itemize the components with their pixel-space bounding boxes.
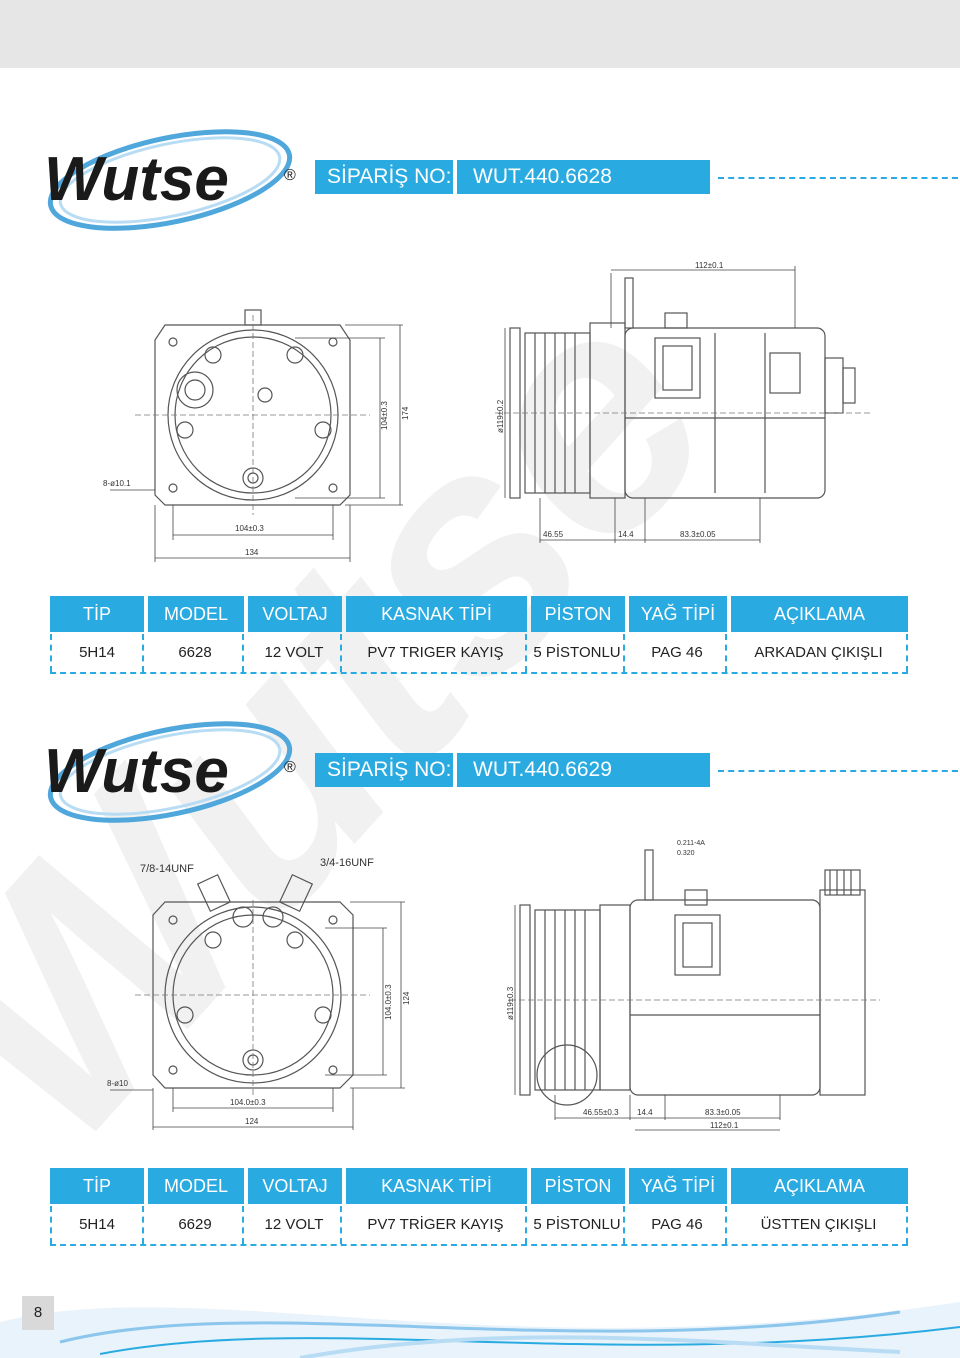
- dim-front-w1: 104±0.3: [235, 524, 264, 533]
- value-piston: 5 PİSTONLU: [531, 634, 625, 672]
- dim-port1: 7/8-14UNF: [140, 863, 194, 875]
- value-voltaj: 12 VOLT: [248, 634, 342, 672]
- dim-side-top: 112±0.1: [695, 261, 724, 270]
- header-kasnak: KASNAK TİPİ: [346, 1168, 527, 1204]
- dim-front-w2: 134: [245, 548, 259, 557]
- front-view-drawing: 7/8-14UNF 3/4-16UNF 104.0±0.3 124 104.0±…: [107, 857, 411, 1130]
- dim-front-h1: 104.0±0.3: [384, 984, 393, 1020]
- header-kasnak: KASNAK TİPİ: [346, 596, 527, 632]
- order-label: SİPARİŞ NO:: [315, 753, 453, 787]
- dim-front-h2: 124: [402, 991, 411, 1005]
- spec-value-row: 5H14 6628 12 VOLT PV7 TRIGER KAYIŞ 5 PİS…: [50, 634, 908, 674]
- order-number: WUT.440.6628: [457, 160, 710, 194]
- value-aciklama: ÜSTTEN ÇIKIŞLI: [731, 1206, 908, 1244]
- side-view-drawing: 0.211-4A 0.320 ø119±0.3 46.55±0.3 14.4 8…: [506, 840, 880, 1131]
- svg-text:Wutse: Wutse: [44, 145, 229, 214]
- dim-hole: 8-ø10: [107, 1079, 128, 1088]
- dim-side-b2: 14.4: [618, 530, 634, 539]
- header-tip: TİP: [50, 1168, 144, 1204]
- value-yag: PAG 46: [629, 1206, 727, 1244]
- dim-side-b4: 112±0.1: [710, 1121, 739, 1130]
- dim-side-b1: 46.55: [543, 530, 564, 539]
- header-piston: PİSTON: [531, 1168, 625, 1204]
- page-number: 8: [22, 1296, 54, 1330]
- header-tip: TİP: [50, 596, 144, 632]
- front-view-drawing: 104±0.3 174 104±0.3 134 8-ø10.1: [103, 309, 410, 562]
- dim-note1: 0.211-4A: [677, 840, 705, 847]
- value-yag: PAG 46: [629, 634, 727, 672]
- header-aciklama: AÇIKLAMA: [731, 1168, 908, 1204]
- header-voltaj: VOLTAJ: [248, 1168, 342, 1204]
- dashed-rule: [718, 770, 958, 772]
- dim-port2: 3/4-16UNF: [320, 857, 374, 869]
- header-aciklama: AÇIKLAMA: [731, 596, 908, 632]
- header-model: MODEL: [148, 596, 244, 632]
- dim-side-b1: 46.55±0.3: [583, 1108, 619, 1117]
- dim-note2: 0.320: [677, 850, 695, 857]
- value-kasnak: PV7 TRİGER KAYIŞ: [346, 1206, 527, 1244]
- dashed-rule: [718, 177, 958, 179]
- top-gray-band: [0, 0, 960, 68]
- value-tip: 5H14: [50, 634, 144, 672]
- wutse-logo: Wutse ®: [44, 129, 296, 231]
- wutse-logo: Wutse ®: [44, 721, 296, 823]
- header-piston: PİSTON: [531, 596, 625, 632]
- header-yag: YAĞ TİPİ: [629, 596, 727, 632]
- svg-text:Wutse: Wutse: [44, 737, 229, 806]
- dim-side-b3: 83.3±0.05: [680, 530, 716, 539]
- svg-text:®: ®: [284, 759, 296, 776]
- spec-header-row: TİP MODEL VOLTAJ KASNAK TİPİ PİSTON YAĞ …: [50, 1168, 908, 1204]
- header-model: MODEL: [148, 1168, 244, 1204]
- dim-side-d: ø119±0.3: [506, 986, 515, 1020]
- value-tip: 5H14: [50, 1206, 144, 1244]
- dim-side-b2: 14.4: [637, 1108, 653, 1117]
- value-piston: 5 PİSTONLU: [531, 1206, 625, 1244]
- order-number: WUT.440.6629: [457, 753, 710, 787]
- order-label: SİPARİŞ NO:: [315, 160, 453, 194]
- dim-front-h1: 104±0.3: [380, 401, 389, 430]
- dim-front-w1: 104.0±0.3: [230, 1098, 266, 1107]
- spec-header-row: TİP MODEL VOLTAJ KASNAK TİPİ PİSTON YAĞ …: [50, 596, 908, 632]
- value-model: 6629: [148, 1206, 244, 1244]
- dim-hole: 8-ø10.1: [103, 479, 131, 488]
- value-aciklama: ARKADAN ÇIKIŞLI: [731, 634, 908, 672]
- side-view-drawing: 112±0.1 ø119±0.2 46.55 14.4 83.3±0.05: [495, 261, 870, 543]
- dim-side-b3: 83.3±0.05: [705, 1108, 741, 1117]
- dim-front-w2: 124: [245, 1117, 259, 1126]
- dim-front-h2: 174: [401, 406, 410, 420]
- value-model: 6628: [148, 634, 244, 672]
- footer-swoosh: [0, 1302, 960, 1358]
- dim-side-d: ø119±0.2: [496, 399, 505, 433]
- header-yag: YAĞ TİPİ: [629, 1168, 727, 1204]
- value-voltaj: 12 VOLT: [248, 1206, 342, 1244]
- spec-value-row: 5H14 6629 12 VOLT PV7 TRİGER KAYIŞ 5 PİS…: [50, 1206, 908, 1246]
- header-voltaj: VOLTAJ: [248, 596, 342, 632]
- value-kasnak: PV7 TRIGER KAYIŞ: [346, 634, 527, 672]
- svg-text:®: ®: [284, 167, 296, 184]
